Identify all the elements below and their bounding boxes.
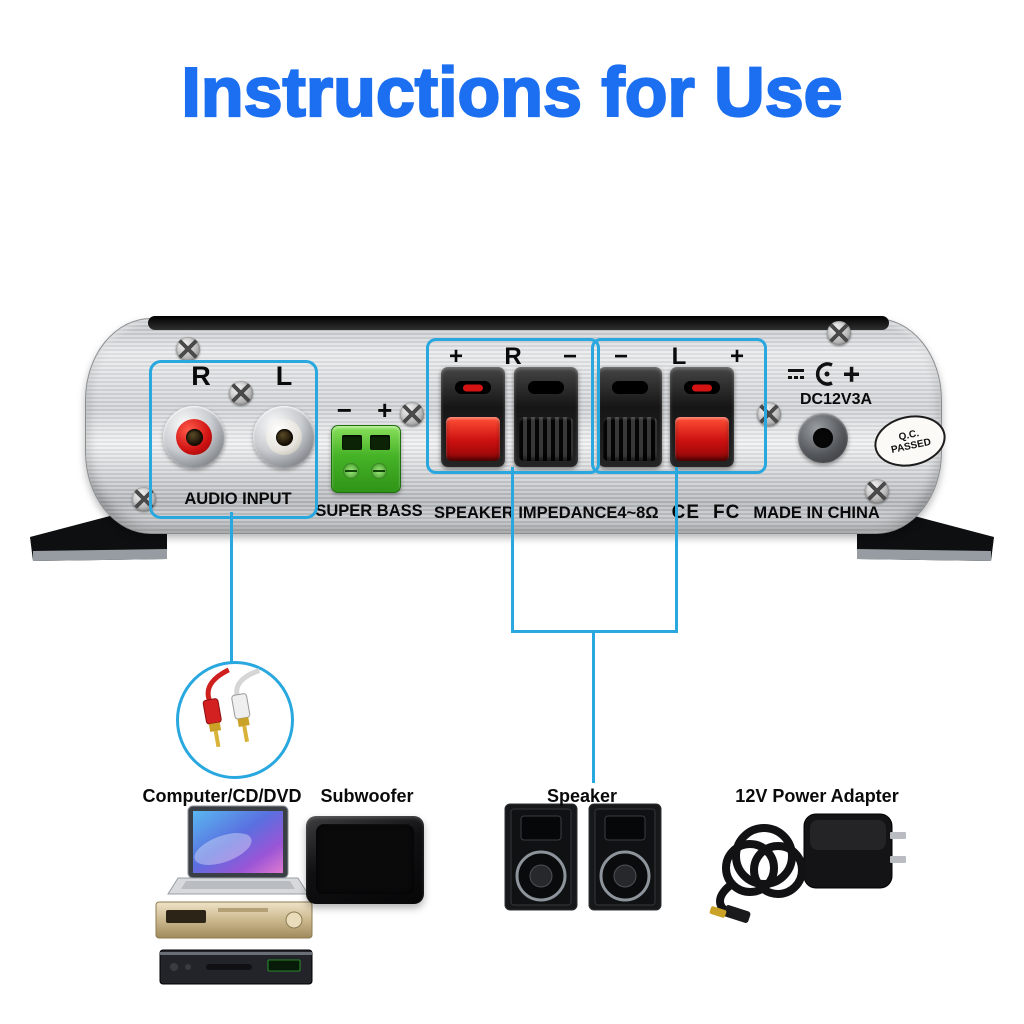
terminal-screw (371, 463, 387, 479)
screw-icon (827, 321, 851, 345)
bass-polarity-label: − + (336, 395, 402, 425)
speaker-terminal-clip-red (670, 367, 734, 467)
speaker-l-polarity-labels: − L + (614, 343, 744, 370)
speaker-r-callout-box: + R − (426, 338, 600, 474)
audio-channel-r-label: R (191, 361, 211, 391)
computer-dvd-illustration (155, 805, 313, 985)
impedance-text: SPEAKER IMPEDANCE4~8Ω (434, 504, 659, 522)
speaker-terminal-clip-black (514, 367, 578, 467)
amplifier-rear-panel: R L AUDIO INPUT − + SUPER BASS + R − − (85, 316, 951, 534)
screw-icon (400, 402, 424, 426)
speaker-terminal-clip-black (598, 367, 662, 467)
subwoofer-terminal-block (331, 425, 401, 493)
label-speaker: Speaker (546, 786, 618, 806)
rca-cable-callout (176, 661, 294, 779)
rca-ring-white (266, 419, 302, 455)
speaker-r-polarity-labels: + R − (449, 343, 577, 370)
dc-power-label: DC12V3A (799, 391, 873, 408)
subwoofer-illustration (306, 816, 424, 904)
rca-jack-l (253, 406, 315, 468)
dc-power-jack (798, 413, 848, 463)
callout-line-speaker-drop (592, 630, 595, 783)
terminal-hole (370, 435, 390, 450)
terminal-hole (342, 435, 362, 450)
rca-cable-illustration (202, 667, 261, 748)
super-bass-caption: SUPER BASS (315, 502, 423, 520)
callout-line-audio (230, 512, 233, 663)
screw-icon (229, 381, 253, 405)
screw-icon (865, 479, 889, 503)
callout-line-speaker-right (675, 467, 678, 633)
callout-line-speaker-left (511, 467, 514, 633)
audio-channel-l-label: L (275, 361, 293, 391)
rca-ring-red (176, 419, 212, 455)
speaker-terminal-clip-red (441, 367, 505, 467)
terminal-screw (343, 463, 359, 479)
speakers-illustration (503, 802, 663, 912)
page-title: Instructions for Use (180, 52, 843, 132)
origin-text: MADE IN CHINA (753, 504, 880, 522)
label-power-adapter: 12V Power Adapter (735, 786, 899, 806)
dc-polarity-icon (788, 362, 859, 386)
rca-jack-r (163, 406, 225, 468)
fcc-mark: FC (713, 502, 741, 523)
screw-icon (176, 337, 200, 361)
label-subwoofer: Subwoofer (320, 786, 414, 806)
panel-spec-row: SPEAKER IMPEDANCE4~8Ω CE FC MADE IN CHIN… (434, 502, 880, 524)
screw-icon (757, 402, 781, 426)
speaker-l-callout-box: − L + (591, 338, 767, 474)
audio-input-caption: AUDIO INPUT (184, 490, 292, 508)
qc-passed-stamp: Q.C. PASSED (869, 409, 951, 473)
label-computer-cd-dvd: Computer/CD/DVD (142, 786, 302, 806)
audio-input-callout-box (149, 360, 318, 519)
ce-mark: CE (671, 502, 700, 523)
power-adapter-illustration (709, 813, 906, 923)
panel-top-edge (148, 316, 889, 330)
